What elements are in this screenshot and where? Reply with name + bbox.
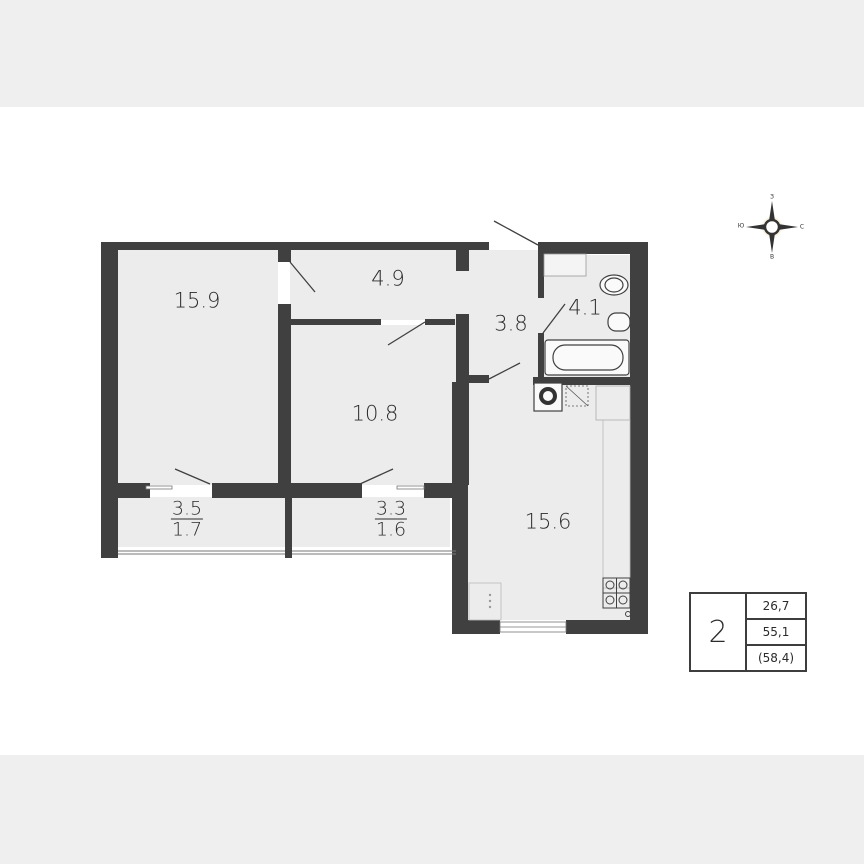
top-band [0,0,864,107]
living-area: 26,7 [762,599,790,613]
wall-top-right [538,242,648,254]
area-values: 26,7 55,1 (58,4) [747,594,805,670]
balcony-1-area: 3.5 1.7 [170,497,204,541]
area-summary-table: 2 26,7 55,1 (58,4) [689,592,807,672]
door-corridor [289,261,316,293]
wall-stub-top [278,250,291,262]
wall-stub-hall [456,250,469,271]
wall-right [630,242,648,634]
stove-icon [602,577,631,609]
balcony-1-area-total: 3.5 [170,497,204,520]
wall-bath-bottom [533,377,633,385]
boiler-icon [539,387,557,405]
room-count: 2 [691,594,747,670]
wall-bedroom2-right [456,314,469,485]
walls [101,242,648,634]
room-area-corridor: 4.9 [371,266,405,291]
door-balcony-2 [359,468,394,485]
compass-west-label: Ю [737,222,745,230]
wall-bath-left-bottom [538,333,544,385]
wall-corridor-bottom-right [425,319,455,325]
wall-hall-stub [469,375,489,383]
total-area: 55,1 [747,618,805,644]
kitchen-fixtures [468,382,631,621]
radiator-cabinet [468,582,502,621]
gas-riser-icon [625,611,631,617]
floor-bedroom-1 [118,250,278,485]
room-area-bedroom-2: 10.8 [351,401,399,426]
door-bathroom [542,303,566,334]
floor-balcony-1 [118,497,285,547]
compass-east-label: С [799,223,805,231]
compass-rose-icon [746,201,798,253]
wall-top-left [101,242,489,250]
toilet-bowl [604,277,624,293]
bathroom-fixtures [543,253,631,376]
floor-balcony-2 [292,497,450,547]
room-area-bedroom-1: 15.9 [173,288,221,313]
doors [174,220,566,485]
total-area-with-balconies: (58,4) [747,644,805,670]
wall-balcony-2-right [424,483,458,498]
compass-north-label: З [770,193,774,201]
wall-balcony-1-left [118,483,150,498]
radiator-dots [488,593,492,609]
balcony-1-area-reduced: 1.7 [171,518,203,541]
room-area-hall: 3.8 [494,311,528,336]
door-balcony-1 [174,468,211,485]
wall-bath-left-top [538,242,544,298]
floor-bedroom-2 [290,325,455,485]
door-entrance [493,220,539,246]
balcony-2-area-total: 3.3 [374,497,408,520]
floors [118,250,630,620]
wall-bottom-right [566,620,648,634]
balcony-2-area-reduced: 1.6 [375,518,407,541]
room-area-bathroom: 4.1 [568,295,602,320]
washing-machine-space [543,253,587,277]
floor-hall [455,250,543,385]
floor-corridor [290,250,455,320]
hood-icon [565,385,589,407]
wall-corridor-bottom [291,319,381,325]
window-bedroom-2 [396,485,425,490]
sink-icon [607,312,631,332]
compass-south-label: В [769,253,775,261]
wall-balcony-divider [285,483,292,558]
room-area-kitchen: 15.6 [524,509,572,534]
balcony-railing [118,550,456,555]
bottom-band [0,755,864,864]
bathtub-inner [552,344,624,371]
balcony-2-area: 3.3 1.6 [374,497,408,541]
wall-bedrooms [278,304,291,485]
wall-left [101,242,118,558]
window-bedroom-1 [145,485,173,490]
door-bedroom-2 [387,321,426,346]
door-kitchen [488,362,521,380]
windows [145,485,567,633]
